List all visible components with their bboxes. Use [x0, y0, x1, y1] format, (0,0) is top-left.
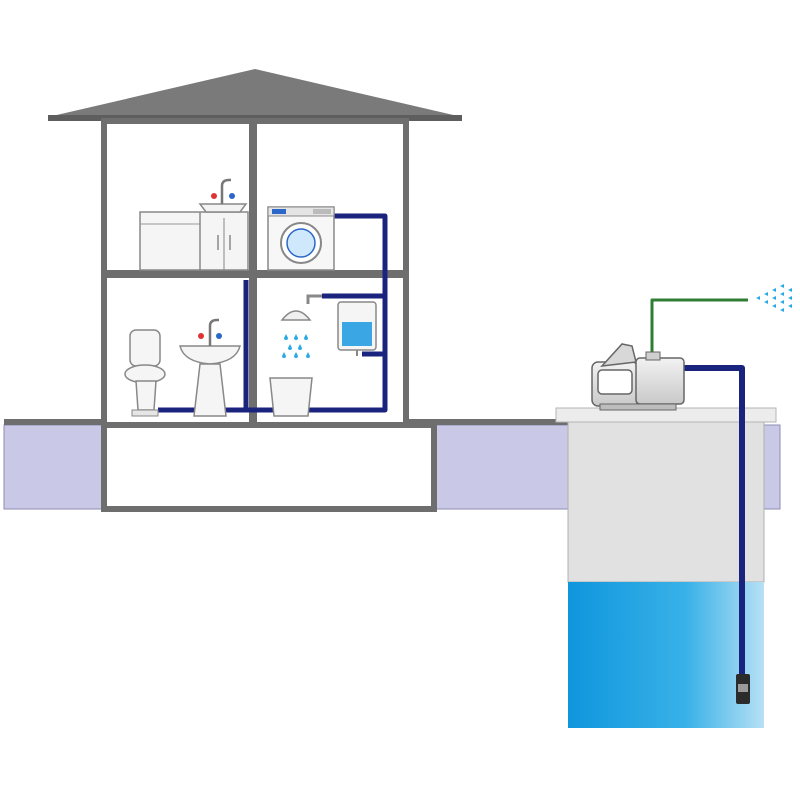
- house-pipework: [158, 213, 388, 413]
- pedestal-sink-icon: [179, 318, 241, 417]
- roof-icon: [48, 69, 462, 117]
- surface-pump-icon: [591, 343, 685, 411]
- well: [555, 407, 777, 728]
- basement: [101, 422, 437, 512]
- water-heater-icon: [337, 301, 377, 356]
- well-water: [568, 582, 764, 728]
- well-pipework: [650, 298, 748, 680]
- well-shaft: [567, 421, 765, 583]
- soil-middle: [433, 424, 569, 510]
- bathtub-icon: [269, 377, 313, 417]
- washing-machine-pipe: [334, 213, 388, 410]
- garden-spray-icon: [756, 284, 792, 312]
- wash-basin-icon: [198, 178, 248, 213]
- soil-right: [763, 424, 781, 510]
- toilet-icon: [124, 329, 166, 417]
- shower-head-icon: [280, 294, 322, 358]
- suction-pipe: [684, 365, 745, 680]
- foot-valve-icon: [736, 674, 750, 704]
- kitchen-cabinet-icon: [139, 211, 249, 271]
- soil-left: [3, 424, 105, 510]
- washing-machine-icon: [267, 206, 335, 271]
- floor-slab: [104, 270, 406, 278]
- house: [48, 69, 462, 512]
- garden-hose-pipe: [650, 298, 748, 354]
